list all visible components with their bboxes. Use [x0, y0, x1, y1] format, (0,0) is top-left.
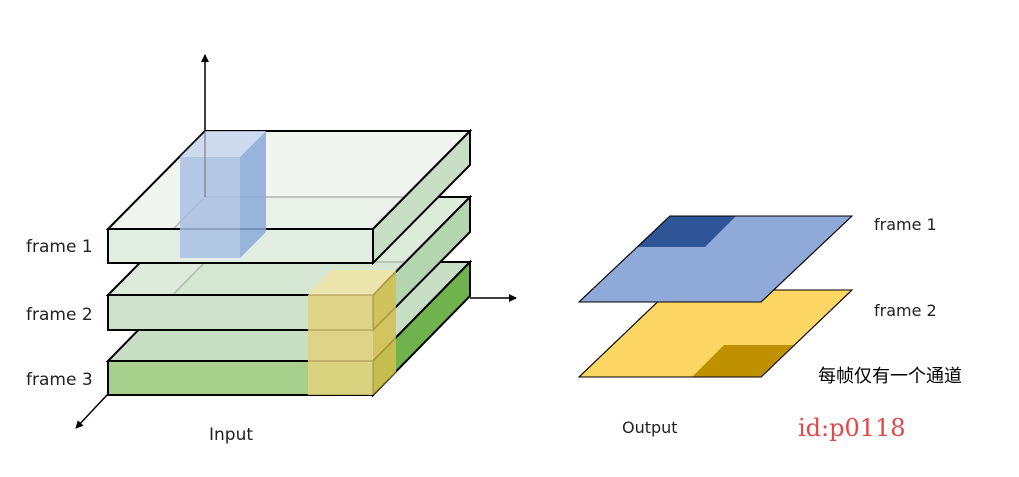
kernel-1	[180, 131, 266, 258]
output-note: 每帧仅有一个通道	[818, 366, 962, 387]
kernel-1-side	[240, 131, 266, 258]
output-caption: Output	[622, 418, 678, 437]
input-frame-3-label: frame 3	[26, 370, 93, 390]
axis-depth	[75, 393, 109, 429]
kernel-2-top	[308, 270, 396, 295]
kernel-1-front	[180, 157, 240, 258]
watermark-id: id:p0118	[798, 414, 906, 442]
kernel-1-top	[180, 131, 266, 157]
kernel-2-side-upper	[373, 270, 396, 361]
kernel-2-front-lower	[308, 361, 373, 395]
output-frame-2-label: frame 2	[874, 301, 937, 320]
output-frame-1-outline	[577, 215, 854, 303]
input-frame-1-label: frame 1	[26, 237, 93, 257]
kernel-2-front-upper	[308, 295, 373, 361]
input-frame-2-label: frame 2	[26, 305, 93, 325]
kernel-2-side-lower	[373, 338, 396, 395]
output-frame-1-label: frame 1	[874, 215, 937, 234]
output-frame-1	[577, 215, 854, 303]
frame-1-side	[372, 128, 471, 266]
output-frame-2	[577, 289, 854, 378]
output-frame-2-outline	[577, 289, 854, 378]
input-caption: Input	[209, 425, 253, 445]
kernel-2-upper	[308, 270, 396, 361]
kernel-2-lower	[308, 338, 396, 395]
